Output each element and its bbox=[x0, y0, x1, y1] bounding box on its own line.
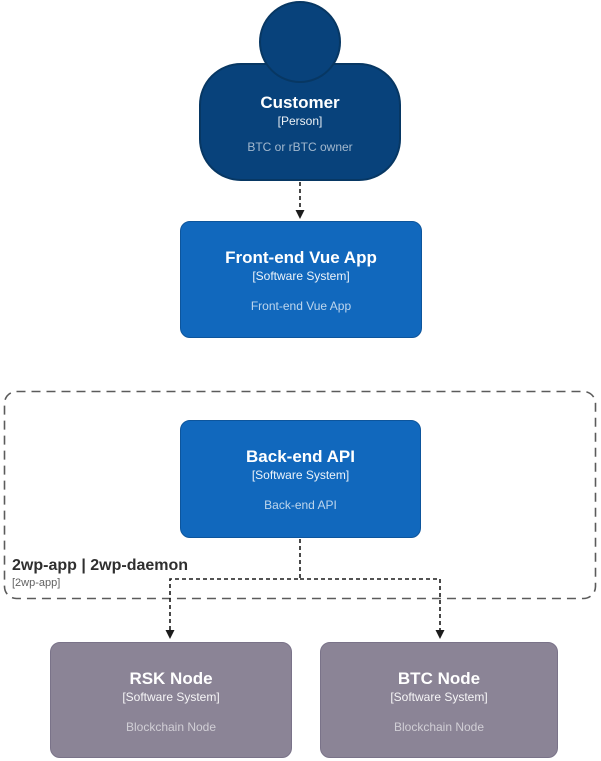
system-meta: [Software System] bbox=[122, 690, 220, 704]
system-description: Blockchain Node bbox=[393, 720, 485, 734]
boundary-title: 2wp-app | 2wp-daemon bbox=[12, 557, 189, 574]
system-meta: [Software System] bbox=[390, 690, 488, 704]
arrow-backend-to-rsk-node bbox=[165, 539, 301, 639]
system-backend-api: Back-end API [Software System] Back-end … bbox=[180, 420, 421, 538]
system-frontend-vue-app: Front-end Vue App [Software System] Fron… bbox=[180, 221, 422, 338]
system-meta: [Software System] bbox=[251, 468, 350, 482]
system-description: Back-end API bbox=[264, 498, 337, 512]
person-name: Customer bbox=[260, 93, 340, 112]
boundary-2wp-app-border bbox=[3, 390, 597, 600]
system-name: Back-end API bbox=[246, 447, 355, 466]
boundary-meta: [2wp-app] bbox=[12, 577, 61, 589]
system-name: Front-end Vue App bbox=[225, 248, 377, 267]
person-description: BTC or rBTC owner bbox=[247, 140, 353, 154]
arrow-backend-to-btc-node bbox=[300, 578, 445, 639]
system-rsk-node: RSK Node [Software System] Blockchain No… bbox=[50, 642, 292, 758]
person-meta: [Person] bbox=[277, 114, 323, 128]
person-head-icon bbox=[259, 1, 341, 83]
system-name: BTC Node bbox=[397, 669, 481, 688]
system-description: Front-end Vue App bbox=[250, 299, 352, 313]
system-btc-node: BTC Node [Software System] Blockchain No… bbox=[320, 642, 558, 758]
system-description: Blockchain Node bbox=[125, 720, 217, 734]
boundary-2wp-app-label: 2wp-app | 2wp-daemon [2wp-app] bbox=[12, 556, 188, 591]
system-meta: [Software System] bbox=[252, 269, 350, 283]
system-name: RSK Node bbox=[129, 669, 213, 688]
